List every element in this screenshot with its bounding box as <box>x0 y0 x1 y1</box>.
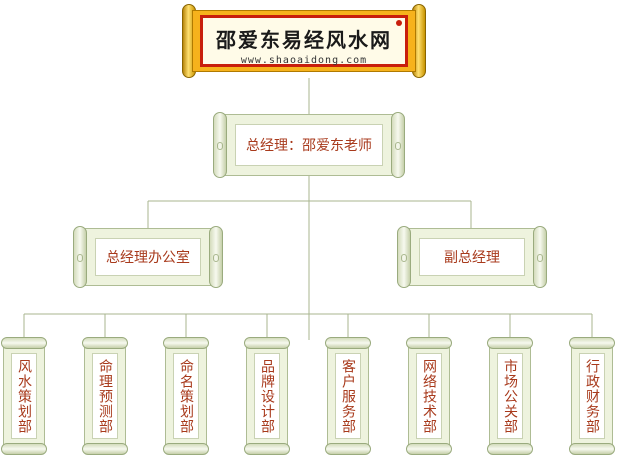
scroll-cap-left <box>213 112 227 178</box>
label-box: 总经理：邵爱东老师 <box>235 124 383 166</box>
node-deputy-gm: 副总经理 <box>397 226 547 288</box>
node-label: 网络技术部 <box>421 358 437 434</box>
node-label: 副总经理 <box>444 250 500 266</box>
scroll-cap-top <box>487 337 533 349</box>
label-box: 命名策划部 <box>173 353 199 439</box>
node-gm-office: 总经理办公室 <box>73 226 223 288</box>
node-label: 品牌设计部 <box>259 358 275 434</box>
scroll-cap-right <box>391 112 405 178</box>
scroll-cap-bottom <box>487 443 533 455</box>
scroll-cap-bottom <box>325 443 371 455</box>
node-label: 命名策划部 <box>178 358 194 434</box>
node-dept-naming: 命名策划部 <box>163 337 209 455</box>
scroll-cap-top <box>163 337 209 349</box>
node-label: 总经理：邵爱东老师 <box>246 138 372 154</box>
scroll-cap-top <box>82 337 128 349</box>
scroll-cap-top <box>1 337 47 349</box>
scroll-cap-bottom <box>82 443 128 455</box>
logo-sheet: 邵爱东易经风水网 www.shaoaidong.com <box>192 10 416 72</box>
node-dept-admin-finance: 行政财务部 <box>569 337 615 455</box>
scroll-cap-bottom <box>163 443 209 455</box>
scroll-cap-bottom <box>569 443 615 455</box>
scroll-cap-right <box>533 226 547 288</box>
scroll-cap-right <box>209 226 223 288</box>
node-label: 市场公关部 <box>502 358 518 434</box>
label-box: 客户服务部 <box>335 353 361 439</box>
label-box: 行政财务部 <box>579 353 605 439</box>
node-label: 行政财务部 <box>584 358 600 434</box>
node-label: 命理预测部 <box>97 358 113 434</box>
node-label: 总经理办公室 <box>106 250 190 266</box>
node-general-manager: 总经理：邵爱东老师 <box>213 112 405 178</box>
node-dept-fengshui: 风水策划部 <box>1 337 47 455</box>
scroll-cap-left <box>397 226 411 288</box>
scroll-cap-bottom <box>244 443 290 455</box>
node-label: 风水策划部 <box>16 358 32 434</box>
label-box: 副总经理 <box>419 238 525 276</box>
scroll-cap-top <box>325 337 371 349</box>
scroll-cap-bottom <box>406 443 452 455</box>
label-box: 网络技术部 <box>416 353 442 439</box>
scroll-cap-top <box>569 337 615 349</box>
node-dept-marketing: 市场公关部 <box>487 337 533 455</box>
brand-url: www.shaoaidong.com <box>240 55 368 66</box>
label-box: 风水策划部 <box>11 353 37 439</box>
node-dept-customer: 客户服务部 <box>325 337 371 455</box>
brand-logo-scroll[interactable]: 邵爱东易经风水网 www.shaoaidong.com <box>182 4 426 78</box>
scroll-cap-top <box>406 337 452 349</box>
scroll-cap-top <box>244 337 290 349</box>
logo-frame: 邵爱东易经风水网 www.shaoaidong.com <box>200 15 408 67</box>
scroll-cap-left <box>73 226 87 288</box>
node-dept-brand: 品牌设计部 <box>244 337 290 455</box>
node-dept-fortune: 命理预测部 <box>82 337 128 455</box>
brand-name: 邵爱东易经风水网 <box>216 28 392 52</box>
registered-mark-icon <box>396 20 402 26</box>
node-label: 客户服务部 <box>340 358 356 434</box>
label-box: 总经理办公室 <box>95 238 201 276</box>
label-box: 品牌设计部 <box>254 353 280 439</box>
label-box: 命理预测部 <box>92 353 118 439</box>
node-dept-network: 网络技术部 <box>406 337 452 455</box>
label-box: 市场公关部 <box>497 353 523 439</box>
scroll-cap-bottom <box>1 443 47 455</box>
